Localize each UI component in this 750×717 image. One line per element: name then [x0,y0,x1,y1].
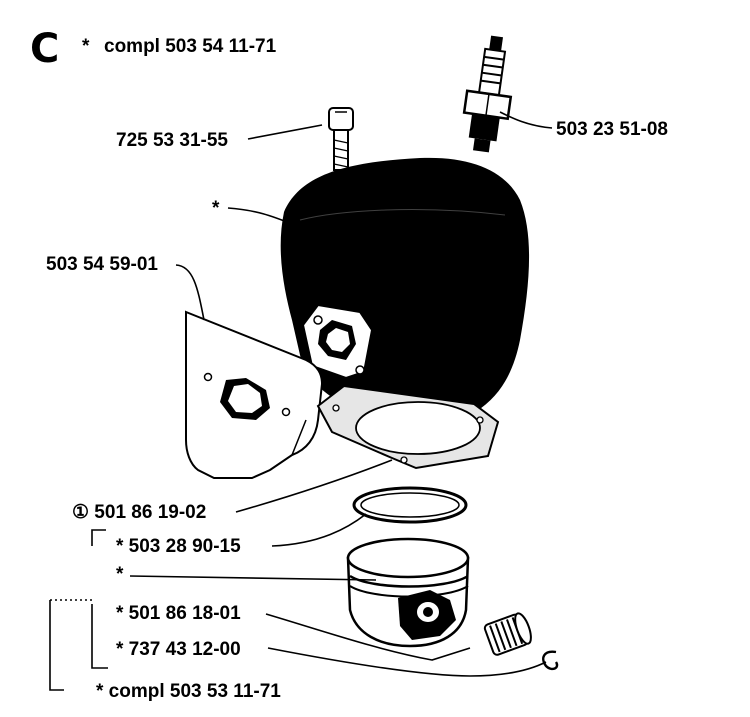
assembly-marker: * [82,36,90,57]
bracket-ring [91,529,106,546]
label-piston-ring: * 503 28 90-15 [116,536,241,557]
label-piston-star: * [116,564,124,585]
bracket-kit [49,599,108,691]
leader-lines [129,111,553,677]
circlip-illustration [542,650,559,671]
label-gasket: ① 501 86 19-02 [72,502,206,523]
needle-bearing-illustration [483,612,532,656]
label-piston-pin: * 501 86 18-01 [116,603,241,624]
label-screw: 725 53 31-55 [116,130,228,151]
label-piston-kit: * compl 503 53 11-71 [96,681,281,702]
heat-shield-illustration [185,310,324,479]
label-cylinder-star: * [212,198,220,219]
piston-ring-illustration [352,486,468,524]
base-gasket-illustration [316,384,500,470]
assembly-part-number: compl 503 54 11-71 [104,36,277,57]
section-letter: C [30,26,59,72]
label-needle-bearing: * 737 43 12-00 [116,639,241,660]
cylinder-illustration [280,157,530,421]
spark-plug-illustration [462,35,513,153]
label-heat-shield: 503 54 59-01 [46,254,158,275]
label-spark-plug: 503 23 51-08 [556,119,668,140]
piston-illustration [346,537,470,648]
